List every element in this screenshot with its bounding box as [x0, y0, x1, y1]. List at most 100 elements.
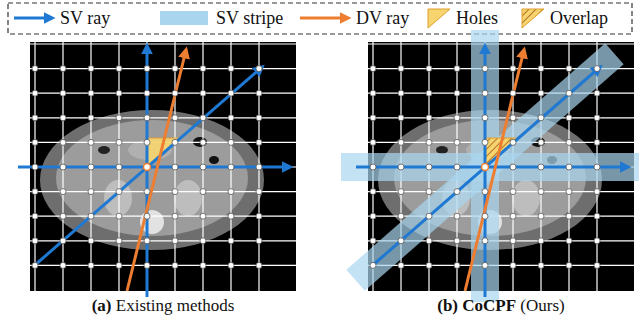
grid-point	[60, 213, 66, 219]
grid-point	[426, 115, 432, 121]
sv-ray	[373, 67, 600, 265]
grid-point	[370, 262, 376, 268]
sv-stripe-sample	[160, 11, 208, 25]
grid-point	[144, 139, 150, 145]
grid-point	[88, 90, 94, 96]
grid-point	[32, 115, 38, 121]
grid-point	[482, 66, 488, 72]
grid-point	[228, 262, 234, 268]
grid-point	[426, 238, 432, 244]
grid-point	[566, 189, 572, 195]
grid-point	[538, 189, 544, 195]
grid-point	[228, 189, 234, 195]
grid-point	[32, 90, 38, 96]
dv-ray	[465, 50, 524, 291]
grid-point	[172, 115, 178, 121]
grid-point	[200, 189, 206, 195]
grid-point	[116, 90, 122, 96]
grid-point	[256, 164, 262, 170]
grid-point	[32, 262, 38, 268]
grid-point	[482, 164, 488, 170]
grid-point	[370, 90, 376, 96]
grid-point	[144, 262, 150, 268]
grid-point	[538, 139, 544, 145]
grid-point	[256, 115, 262, 121]
legend-text: SV stripe	[216, 7, 283, 29]
grid-point	[538, 164, 544, 170]
sv-ray	[18, 166, 290, 169]
grid-point	[200, 115, 206, 121]
grid-point	[88, 262, 94, 268]
grid-point	[426, 164, 432, 170]
legend-frame	[8, 3, 632, 34]
grid-point	[116, 115, 122, 121]
grid-point	[538, 66, 544, 72]
grid-point	[228, 213, 234, 219]
grid-point	[256, 139, 262, 145]
grid-point	[144, 238, 150, 244]
grid-point	[370, 164, 376, 170]
grid-point	[482, 213, 488, 219]
panel-a	[18, 42, 296, 297]
caption-part: (Ours)	[520, 296, 564, 315]
grid-point	[594, 90, 600, 96]
ct-gas	[436, 146, 448, 154]
grid-point	[594, 213, 600, 219]
legend-text: SV ray	[60, 7, 110, 29]
grid-point	[116, 238, 122, 244]
grid-point	[172, 213, 178, 219]
grid-point	[88, 66, 94, 72]
caption-part: (b)	[437, 296, 458, 315]
grid-point	[594, 66, 600, 72]
grid-point	[60, 115, 66, 121]
caption-part: Existing methods	[116, 296, 235, 315]
legend-text: DV ray	[356, 7, 409, 29]
grid-point	[32, 189, 38, 195]
grid-point	[482, 262, 488, 268]
grid-point	[370, 189, 376, 195]
grid-point	[482, 139, 488, 145]
grid-point	[60, 262, 66, 268]
grid-line	[368, 43, 634, 44]
grid-point	[594, 115, 600, 121]
grid-point	[510, 238, 516, 244]
grid-point	[482, 238, 488, 244]
grid-point	[398, 90, 404, 96]
grid-point	[200, 213, 206, 219]
grid-point	[116, 164, 122, 170]
sv-ray	[35, 67, 262, 265]
grid-point	[116, 262, 122, 268]
grid-point	[116, 139, 122, 145]
ct-abdomen	[56, 120, 248, 236]
grid-point	[88, 115, 94, 121]
grid-point	[88, 213, 94, 219]
grid-point	[398, 213, 404, 219]
grid-point	[116, 66, 122, 72]
grid-point	[200, 164, 206, 170]
grid-point	[398, 139, 404, 145]
grid-point	[426, 66, 432, 72]
grid-point	[256, 90, 262, 96]
center-point	[482, 164, 489, 171]
holes-sample	[428, 9, 450, 28]
grid-point	[482, 90, 488, 96]
ct-gas	[209, 156, 219, 164]
grid-point	[398, 189, 404, 195]
caption-part: (a)	[92, 296, 112, 315]
grid-point	[88, 139, 94, 145]
dv-ray-sample	[300, 17, 348, 20]
panel-caption: (b)CoCPF(Ours)	[437, 295, 565, 317]
grid-point	[228, 66, 234, 72]
grid-point	[510, 164, 516, 170]
grid-point	[256, 213, 262, 219]
grid-point	[454, 213, 460, 219]
grid-point	[594, 139, 600, 145]
grid-point	[426, 139, 432, 145]
sv-ray	[484, 46, 487, 297]
grid-point	[228, 115, 234, 121]
grid-point	[398, 238, 404, 244]
grid-point	[144, 90, 150, 96]
grid-point	[32, 139, 38, 145]
